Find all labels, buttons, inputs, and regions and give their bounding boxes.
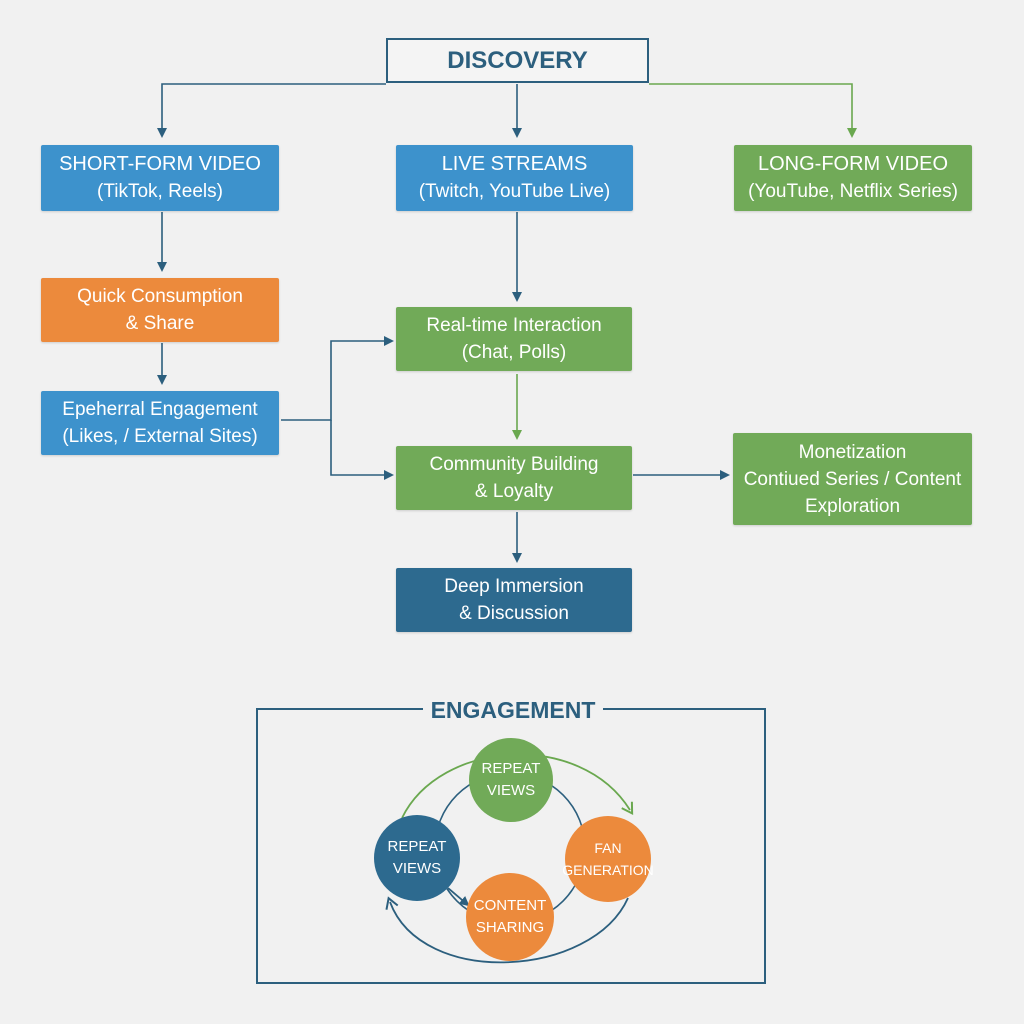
cycle-node-label: VIEWS xyxy=(392,860,442,877)
cycle-node-label: SHARING xyxy=(475,919,545,936)
discovery-box: DISCOVERY xyxy=(386,38,649,83)
short-form-video-node: SHORT-FORM VIDEO (TikTok, Reels) xyxy=(41,145,279,211)
community-building-node: Community Building & Loyalty xyxy=(396,446,632,510)
long-form-video-node: LONG-FORM VIDEO (YouTube, Netflix Series… xyxy=(734,145,972,211)
realtime-line1: Real-time Interaction xyxy=(426,315,602,336)
connector-discovery-to-long-form xyxy=(649,83,857,138)
long-form-subtitle: (YouTube, Netflix Series) xyxy=(748,181,958,202)
connector-discovery-to-short-form xyxy=(157,83,386,138)
live-streams-subtitle: (Twitch, YouTube Live) xyxy=(418,181,611,202)
monetization-node: Monetization Contiued Series / Content E… xyxy=(733,433,972,525)
cycle-node-label: FAN xyxy=(594,840,622,856)
connector-ephemeral-to-realtime xyxy=(281,336,394,421)
connector-ephemeral-to-community xyxy=(330,420,394,480)
ephemeral-engagement-node: Epeherral Engagement (Likes, / External … xyxy=(41,391,279,455)
cycle-node-fan-generation: FAN GENERATION xyxy=(562,816,654,902)
discovery-label: DISCOVERY xyxy=(447,46,588,74)
ephemeral-line2: (Likes, / External Sites) xyxy=(62,426,258,447)
monetization-line1: Monetization xyxy=(798,441,907,463)
cycle-node-label: REPEAT xyxy=(481,760,541,777)
realtime-line2: (Chat, Polls) xyxy=(461,342,567,363)
cycle-node-repeat-views-left: REPEAT VIEWS xyxy=(374,815,460,901)
community-line1: Community Building xyxy=(429,454,599,475)
realtime-interaction-node: Real-time Interaction (Chat, Polls) xyxy=(396,307,632,371)
cycle-node-label: REPEAT xyxy=(387,838,447,855)
long-form-title: LONG-FORM VIDEO xyxy=(757,153,948,175)
deep-immersion-node: Deep Immersion & Discussion xyxy=(396,568,632,632)
cycle-node-label: GENERATION xyxy=(562,862,654,878)
cycle-arrow-navy-to-content xyxy=(447,887,470,907)
monetization-line3: Exploration xyxy=(804,495,901,517)
cycle-node-label: CONTENT xyxy=(473,897,547,914)
deep-immersion-line1: Deep Immersion xyxy=(444,576,584,597)
live-streams-node: LIVE STREAMS (Twitch, YouTube Live) xyxy=(396,145,633,211)
short-form-title: SHORT-FORM VIDEO xyxy=(59,153,261,175)
quick-consumption-line2: & Share xyxy=(125,313,195,334)
monetization-line2: Contiued Series / Content xyxy=(743,468,962,490)
cycle-node-repeat-views-top: REPEAT VIEWS xyxy=(469,738,553,822)
live-streams-title: LIVE STREAMS xyxy=(441,153,588,175)
cycle-node-label: VIEWS xyxy=(486,782,536,799)
short-form-subtitle: (TikTok, Reels) xyxy=(97,181,223,202)
cycle-arc-bottom xyxy=(385,896,629,964)
ephemeral-line1: Epeherral Engagement xyxy=(62,399,258,420)
cycle-node-content-sharing: CONTENT SHARING xyxy=(466,873,554,961)
quick-consumption-node: Quick Consumption & Share xyxy=(41,278,279,342)
engagement-title: ENGAGEMENT xyxy=(423,695,603,725)
deep-immersion-line2: & Discussion xyxy=(459,603,569,624)
community-line2: & Loyalty xyxy=(474,481,554,502)
quick-consumption-line1: Quick Consumption xyxy=(77,286,243,307)
